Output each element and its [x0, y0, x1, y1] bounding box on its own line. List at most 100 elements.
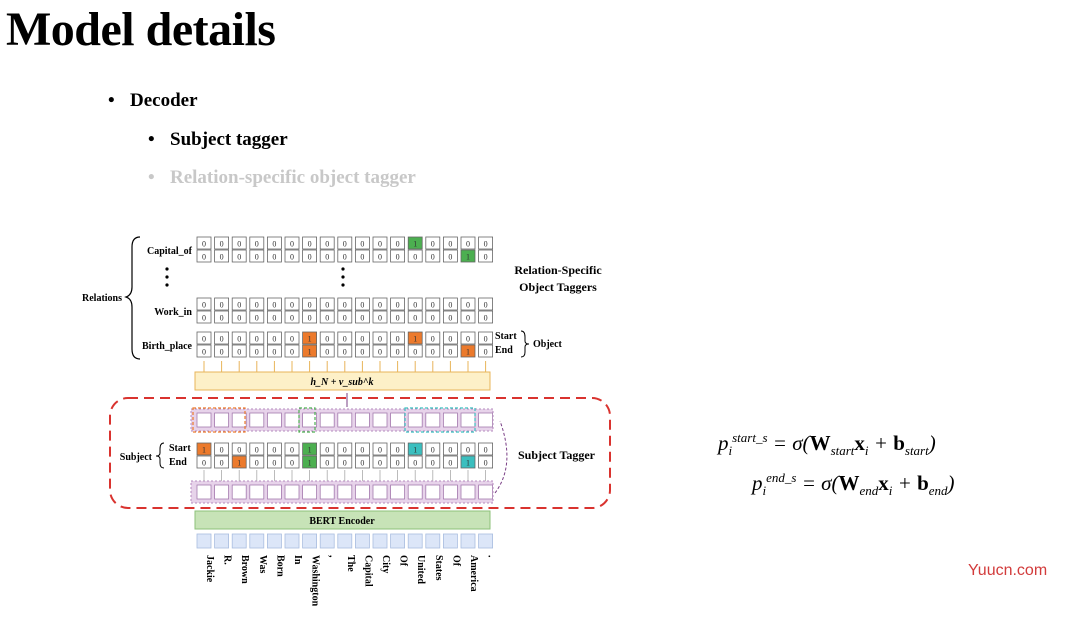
relation-end-row-cell-value: 0: [343, 253, 347, 262]
relation-end-row-cell-value: 0: [484, 253, 488, 262]
hidden-cell-top: [284, 412, 300, 428]
relation-end-row-cell: [442, 310, 458, 324]
relation-start-row-cell: [372, 297, 388, 311]
relation-end-row-cell: [407, 344, 423, 358]
relation-start-row-cell-value: 1: [413, 335, 417, 344]
ellipsis-dot: [165, 267, 169, 271]
relation-end-row-cell-value: 0: [466, 314, 470, 323]
relation-end-row-cell: [425, 310, 441, 324]
relation-end-row-cell: [354, 310, 370, 324]
relation-name: Work_in: [154, 307, 192, 318]
relation-start-row-cell-value: 0: [396, 240, 400, 249]
relation-start-row-cell: [460, 236, 476, 250]
hidden-cell-bottom: [407, 484, 423, 500]
relation-start-row-cell: [319, 236, 335, 250]
subject-span-washington: [298, 407, 316, 433]
subject-start-row-cell: [390, 442, 406, 456]
token-box: [442, 533, 458, 549]
relation-end-row-cell-value: 0: [325, 253, 329, 262]
hidden-cell-top: [425, 412, 441, 428]
ellipsis-dot: [341, 283, 345, 287]
subject-start-row-cell: [302, 442, 318, 456]
token-text: America: [468, 555, 479, 592]
relation-end-row-cell: [442, 249, 458, 263]
relation-end-row-cell: [284, 344, 300, 358]
relation-end-row-cell: [214, 249, 230, 263]
relation-end-row-cell-value: 0: [255, 314, 259, 323]
relation-start-row-cell: [478, 297, 494, 311]
hidden-cell-bottom: [460, 484, 476, 500]
relation-start-row-cell-value: 1: [308, 335, 312, 344]
relation-end-row-cell: [372, 249, 388, 263]
hidden-cell-bottom: [390, 484, 406, 500]
relation-end-row-cell-value: 0: [290, 348, 294, 357]
relation-start-row-cell-value: 0: [360, 301, 364, 310]
token-text: Of: [398, 555, 409, 567]
subject-end-row-cell-value: 0: [290, 459, 294, 468]
bullet-object-tagger: •Relation-specific object tagger: [148, 167, 416, 188]
relation-start-row-cell: [266, 331, 282, 345]
relation-end-row-cell: [319, 344, 335, 358]
relation-end-row-cell: [196, 344, 212, 358]
subject-end-row-cell-value: 0: [202, 459, 206, 468]
subject-start-row-cell-value: 0: [378, 446, 382, 455]
token-text: Brown: [239, 555, 250, 584]
relation-end-row-cell-value: 0: [360, 253, 364, 262]
bullet-dot: •: [108, 90, 115, 111]
relation-name: Birth_place: [142, 341, 193, 352]
relation-end-row-cell-value: 0: [272, 253, 276, 262]
relation-end-row-cell-value: 0: [290, 253, 294, 262]
end-label: End: [495, 345, 513, 356]
relation-end-row-cell: [214, 310, 230, 324]
relation-taggers-label-line1: Relation-Specific: [514, 263, 602, 277]
subject-end-row-cell-value: 0: [255, 459, 259, 468]
relation-end-row-cell: [302, 310, 318, 324]
relation-start-row-cell: [372, 236, 388, 250]
relation-start-row-cell-value: 0: [343, 240, 347, 249]
relation-start-row-cell-value: 0: [360, 335, 364, 344]
relation-start-row-cell-value: 0: [466, 335, 470, 344]
subject-end-row-cell: [249, 455, 265, 469]
relation-start-row-cell-value: 0: [325, 335, 329, 344]
subject-start-row-cell-value: 0: [220, 446, 224, 455]
casrel-diagram: Capital_of 0 0 0 0 0 0 0 0 0 0 0 0 1 0 0 0 0 0 0 0 0 0 0 0 0 0 0 0 0 0…: [82, 236, 611, 607]
token-text: Washington: [310, 555, 321, 607]
token-box: [284, 533, 300, 549]
relation-start-row-cell: [442, 297, 458, 311]
relation-end-row-cell-value: 0: [484, 314, 488, 323]
relation-start-row-cell-value: 0: [290, 240, 294, 249]
hidden-cell-bottom: [372, 484, 388, 500]
relation-end-row-cell: [390, 310, 406, 324]
subject-start-row-cell: [249, 442, 265, 456]
token-box: [231, 533, 247, 549]
hidden-cell-bottom: [231, 484, 247, 500]
relation-end-row-cell-value: 0: [360, 348, 364, 357]
relation-start-row-cell-value: 0: [484, 240, 488, 249]
relation-end-row-cell: [354, 249, 370, 263]
subject-start-row-cell-value: 0: [325, 446, 329, 455]
relation-start-row-cell-value: 0: [343, 301, 347, 310]
token-text: Jackie: [204, 555, 215, 583]
ellipsis-dot: [341, 267, 345, 271]
relation-start-row-cell-value: 0: [448, 240, 452, 249]
relation-end-row-cell-value: 0: [431, 348, 435, 357]
relation-end-row-cell-value: 0: [378, 314, 382, 323]
relation-start-row-cell-value: 0: [308, 240, 312, 249]
bullet-dot: •: [148, 167, 155, 188]
subject-end-row-cell-value: 0: [431, 459, 435, 468]
subject-end-row-cell-value: 1: [308, 459, 312, 468]
relation-start-row-cell: [302, 236, 318, 250]
token-box: [266, 533, 282, 549]
hidden-cell-bottom: [196, 484, 212, 500]
hidden-cell-top: [302, 412, 318, 428]
relation-start-row-cell: [425, 236, 441, 250]
relation-end-row-cell: [249, 310, 265, 324]
subject-span-jackie: [192, 407, 246, 433]
relation-end-row-cell-value: 0: [325, 314, 329, 323]
subject-start-row-cell-value: 0: [255, 446, 259, 455]
hidden-cell-top: [196, 412, 212, 428]
relation-name: Capital_of: [147, 246, 193, 257]
relation-end-row-cell: [231, 344, 247, 358]
relation-end-row-cell: [231, 310, 247, 324]
relation-start-row-cell: [390, 297, 406, 311]
